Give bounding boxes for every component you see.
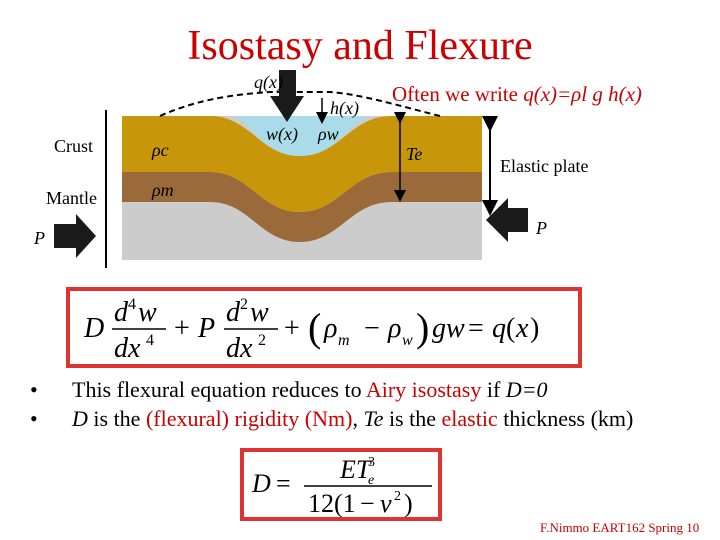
flexure-equation: D d 4 w dx 4 + P d 2 w dx 2 + ( ρ m − ρ … [83,296,539,364]
q-label: q(x) [254,72,283,92]
elastic-plate-label: Elastic plate [500,156,589,176]
flexure-equation-box: D d 4 w dx 4 + P d 2 w dx 2 + ( ρ m − ρ … [66,287,582,368]
airy-isostasy-text: Airy isostasy [365,377,482,402]
note-text: Often we write q(x)=ρl g h(x) [392,82,642,107]
svg-text:−: − [364,313,380,344]
flexure-diagram [54,70,528,268]
svg-text:w: w [250,297,269,328]
water-fill [232,116,374,156]
svg-text:D: D [83,313,104,344]
svg-text:x: x [515,313,529,344]
svg-text:12(1: 12(1 [308,489,356,517]
crust-label: Crust [54,136,94,156]
svg-text:m: m [338,332,350,349]
rigidity-equation-box: D = ET e 3 12(1 − ν 2 ) [240,448,442,521]
mantle-label: Mantle [46,188,97,208]
bullet-1: • This flexural equation reduces to Airy… [30,377,548,402]
svg-text:ν: ν [380,489,392,517]
p-left-label: P [34,228,45,248]
svg-text:d: d [114,297,129,328]
mantle-layer [122,172,482,242]
svg-text:d: d [226,297,241,328]
footer-credit: F.Nimmo EART162 Spring 10 [540,520,700,535]
svg-text:(: ( [308,305,321,350]
p-left-arrow [54,214,96,258]
rho-c-label: ρc [152,140,169,160]
svg-text:2: 2 [258,332,266,349]
svg-text:ET: ET [339,455,372,484]
slide-title: Isostasy and Flexure [187,23,533,69]
rho-w-label: ρw [318,124,339,144]
svg-text:2: 2 [240,296,248,313]
p-right-label: P [536,218,547,238]
svg-text:3: 3 [368,455,375,470]
svg-text:e: e [368,473,374,488]
svg-text:): ) [404,489,413,517]
bullet-2: • D is the (flexural) rigidity (Nm), Te … [30,406,634,431]
svg-text:q: q [492,313,506,344]
h-label: h(x) [330,98,359,118]
svg-text:−: − [360,489,375,517]
svg-text:4: 4 [128,296,136,313]
svg-text:dx: dx [226,333,253,364]
bullet-list: • This flexural equation reduces to Airy… [30,376,710,432]
svg-text:ρ: ρ [387,313,401,344]
flexural-rigidity-text: (flexural) rigidity (Nm) [145,406,353,431]
svg-text:w: w [402,332,413,349]
svg-text:(: ( [506,313,515,344]
svg-text:dx: dx [114,333,141,364]
p-right-arrow [486,198,528,242]
svg-text:): ) [416,305,429,350]
svg-text:P: P [197,313,215,344]
crust-layer [122,116,482,212]
note-formula: q(x)=ρl g h(x) [523,82,642,106]
bullet-dot: • [30,406,38,431]
svg-text:+: + [284,313,300,344]
load-arrow [270,70,304,122]
bullet-dot: • [30,377,38,402]
svg-text:=: = [276,469,291,498]
note-prefix: Often we write [392,82,524,106]
svg-text:=: = [468,313,484,344]
w-label: w(x) [266,124,298,144]
te-label: Te [406,144,423,164]
svg-text:4: 4 [146,332,154,349]
svg-text:): ) [530,313,539,344]
svg-text:D: D [251,469,271,498]
svg-text:+: + [174,313,190,344]
svg-text:ρ: ρ [323,313,337,344]
svg-text:gw: gw [432,313,465,344]
rho-m-label: ρm [152,180,174,200]
elastic-text: elastic [441,406,498,431]
rigidity-equation: D = ET e 3 12(1 − ν 2 ) [251,455,432,517]
svg-text:w: w [138,297,157,328]
load-curve [159,91,441,117]
svg-text:2: 2 [394,489,401,504]
